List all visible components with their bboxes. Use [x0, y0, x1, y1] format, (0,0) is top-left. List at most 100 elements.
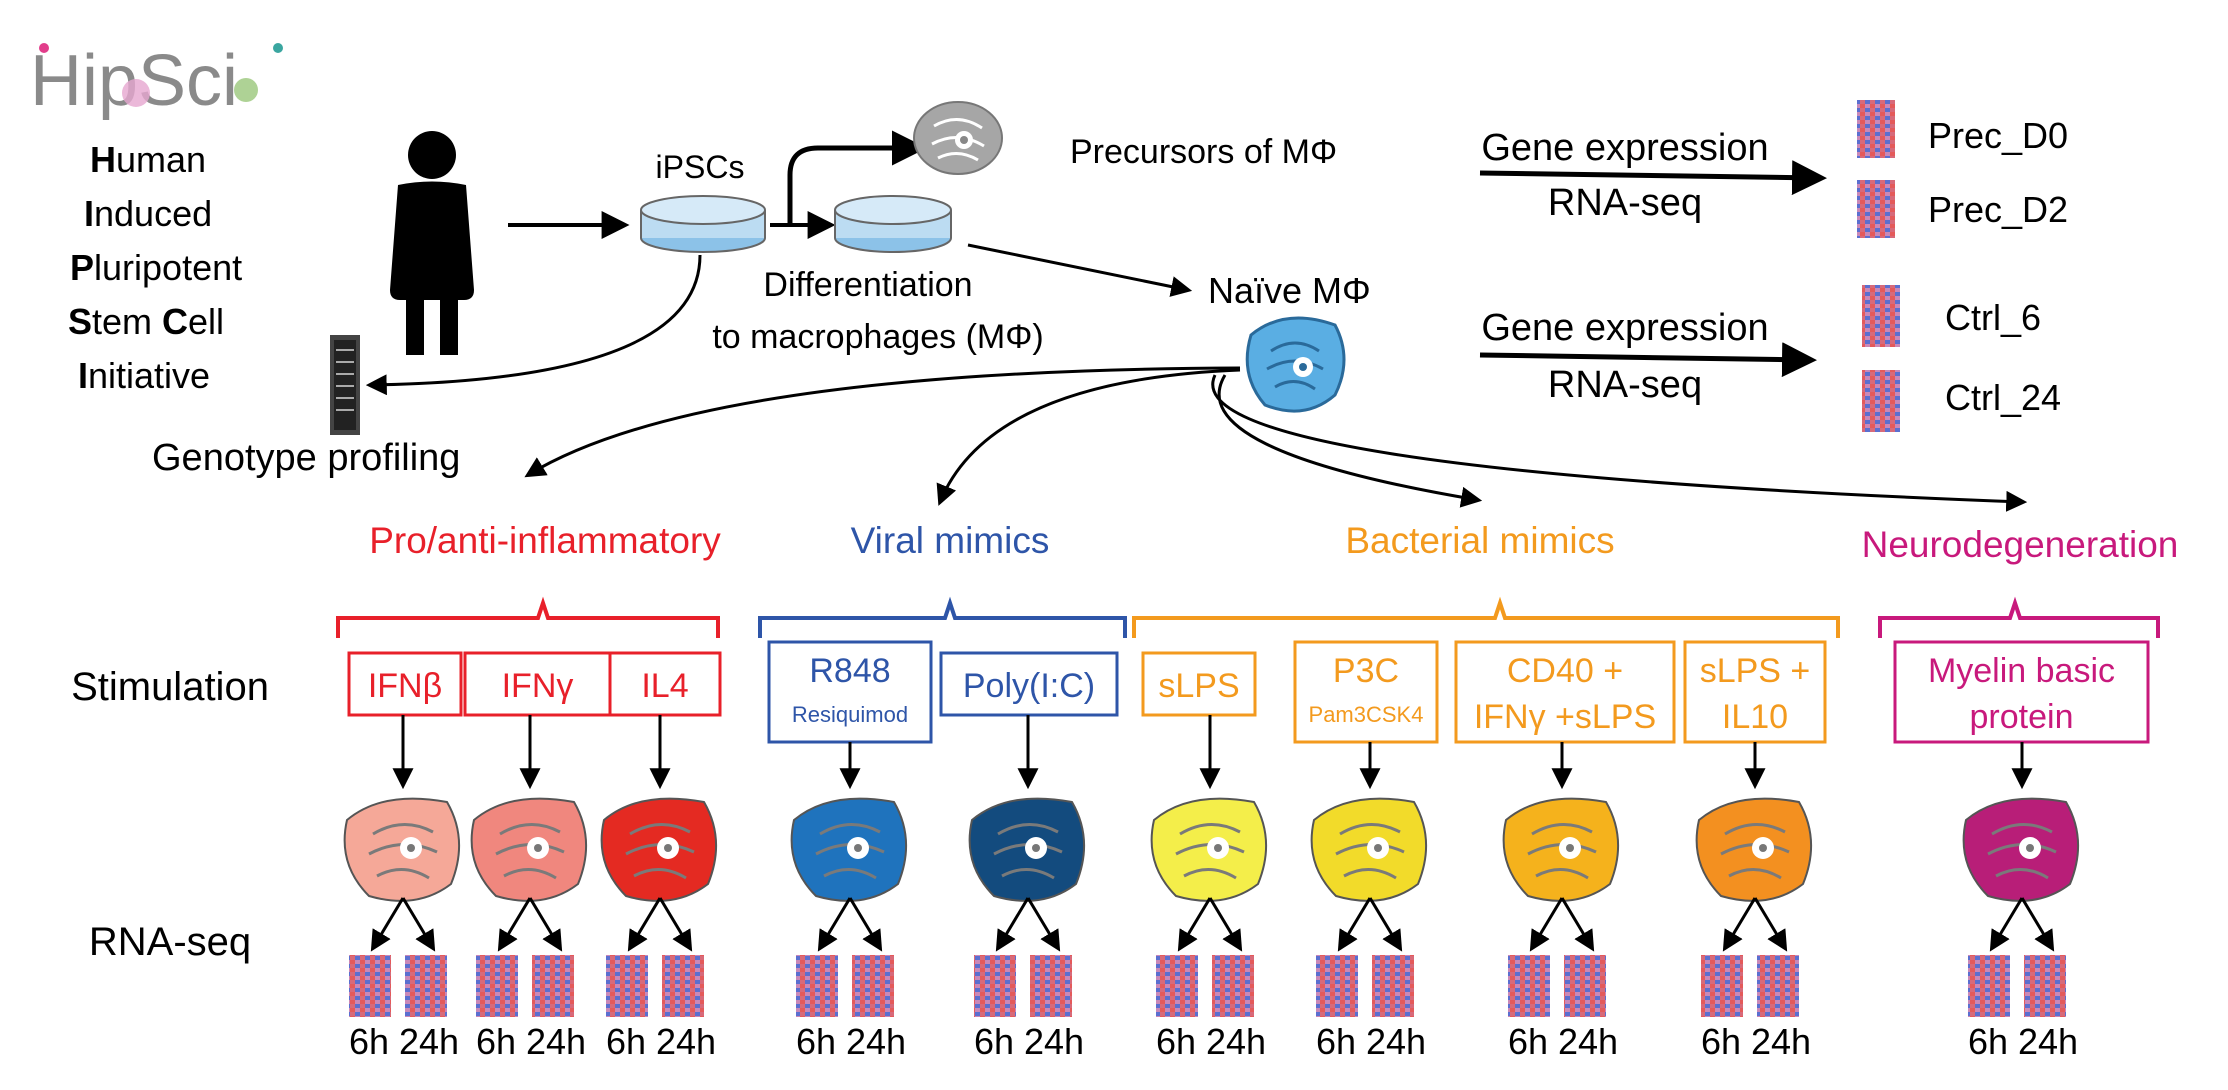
stimulus-box [767, 640, 933, 744]
precursor-cell-icon [913, 101, 1003, 175]
timepoint-24h: 24h [1751, 1021, 1811, 1062]
stimulus-box [347, 651, 463, 717]
group-title-pro-anti-inflammatory: Pro/anti-inflammatory [369, 520, 721, 561]
timepoint-6h: 6h [1968, 1021, 2008, 1062]
timepoint-6h: 6h [974, 1021, 1014, 1062]
stimulus-box [463, 651, 612, 717]
stimulated-cell-icon [790, 797, 907, 902]
heatmap-icon [1030, 955, 1072, 1017]
timepoint-24h: 24h [1024, 1021, 1084, 1062]
sample-prec-d2: Prec_D2 [1928, 189, 2068, 230]
timepoint-6h: 6h [349, 1021, 389, 1062]
timepoint-24h: 24h [846, 1021, 906, 1062]
heatmap-icon [1156, 955, 1198, 1017]
stimulus-label: R848 [809, 652, 890, 690]
differentiation-label-1: Differentiation [763, 266, 972, 304]
stimulus-label: P3C [1333, 652, 1399, 690]
group-title-bacterial-mimics: Bacterial mimics [1345, 520, 1614, 561]
heatmap-icon [974, 955, 1016, 1017]
rnaseq-row-label: RNA-seq [89, 920, 251, 964]
stimulus-label: sLPS [1158, 667, 1239, 705]
stimulated-cell-icon [343, 797, 460, 902]
stimulated-cell-icon [968, 797, 1085, 902]
heatmap-icon [1857, 180, 1895, 238]
timepoint-24h: 24h [656, 1021, 716, 1062]
acronym-line-initiative: Initiative [78, 355, 210, 396]
stimulated-cell-icon [600, 797, 717, 902]
stimulus-label: IFNβ [368, 667, 442, 705]
naive-mphi-label: Naïve MΦ [1208, 270, 1371, 311]
timepoint-24h: 24h [399, 1021, 459, 1062]
stimulus-box [1141, 651, 1257, 717]
heatmap-icon [1968, 955, 2010, 1017]
stimulus-box [1454, 640, 1676, 744]
acronym-line-pluripotent: Pluripotent [70, 247, 242, 288]
timepoint-6h: 6h [476, 1021, 516, 1062]
timepoint-24h: 24h [1206, 1021, 1266, 1062]
hipsci-logo: HipSci [30, 41, 283, 121]
timepoint-24h: 24h [1558, 1021, 1618, 1062]
group-brace-orange [1132, 596, 1840, 638]
acronym-line-induced: Induced [84, 193, 212, 234]
group-brace-red [336, 596, 720, 638]
naive-macrophage-cell-icon [1245, 316, 1346, 413]
differentiation-label-2: to macrophages (MΦ) [712, 318, 1043, 356]
rnaseq-subtitle-1: RNA-seq [1548, 182, 1702, 224]
sample-ctrl-6: Ctrl_6 [1945, 297, 2041, 338]
precursors-label: Precursors of MΦ [1070, 133, 1337, 171]
acronym-line-human: Human [90, 139, 206, 180]
stimulated-cell-icon [1695, 797, 1812, 902]
stimulation-row-label: Stimulation [71, 665, 269, 709]
human-icon [390, 131, 474, 355]
stimulus-label-line2: IFNγ +sLPS [1474, 698, 1656, 736]
stimulated-cell-icon [1962, 797, 2079, 902]
expression-block-controls: Gene expression RNA-seq Ctrl_6 Ctrl_24 [1479, 285, 2061, 432]
stimulus-label-line2: protein [1970, 698, 2074, 736]
stimulus-box [1683, 640, 1827, 744]
stimulus-label-line2: IL10 [1722, 698, 1788, 736]
expression-block-precursors: Gene expression RNA-seq Prec_D0 Prec_D2 [1479, 100, 2068, 238]
stimulus-sublabel: Pam3CSK4 [1309, 702, 1424, 727]
heatmap-icon [2024, 955, 2066, 1017]
timepoint-6h: 6h [1508, 1021, 1548, 1062]
heatmap-icon [349, 955, 391, 1017]
heatmap-icon [1857, 100, 1895, 158]
heatmap-icon [1316, 955, 1358, 1017]
stimulated-cell-icon [1502, 797, 1619, 902]
heatmap-icon [1372, 955, 1414, 1017]
heatmap-icon [1508, 955, 1550, 1017]
heatmap-icon [532, 955, 574, 1017]
heatmap-icon [1701, 955, 1743, 1017]
heatmap-icon [1212, 955, 1254, 1017]
heatmap-icon [606, 955, 648, 1017]
group-title-neurodegeneration: Neurodegeneration [1862, 524, 2179, 565]
stimulus-sublabel: Resiquimod [792, 702, 908, 727]
acronym: Human Induced Pluripotent Stem Cell Init… [68, 139, 242, 396]
rnaseq-subtitle-2: RNA-seq [1548, 364, 1702, 406]
heatmap-icon [662, 955, 704, 1017]
stimulated-cell-icon [1150, 797, 1267, 902]
gene-expression-title-1: Gene expression [1481, 127, 1768, 169]
timepoint-6h: 6h [1701, 1021, 1741, 1062]
heatmap-icon [1564, 955, 1606, 1017]
ipscs-label: iPSCs [656, 149, 745, 185]
heatmap-icon [796, 955, 838, 1017]
stimulus-label: Poly(I:C) [963, 667, 1095, 705]
stimulus-box [1893, 640, 2150, 744]
stimulus-box [608, 651, 722, 717]
genotyping-instrument-icon [330, 335, 360, 435]
stimulus-label: Myelin basic [1928, 652, 2115, 690]
ipsc-dish-icon [640, 195, 766, 253]
timepoint-6h: 6h [1156, 1021, 1196, 1062]
macrophage-dish-icon [834, 195, 952, 253]
stimulated-cell-icon [1310, 797, 1427, 902]
